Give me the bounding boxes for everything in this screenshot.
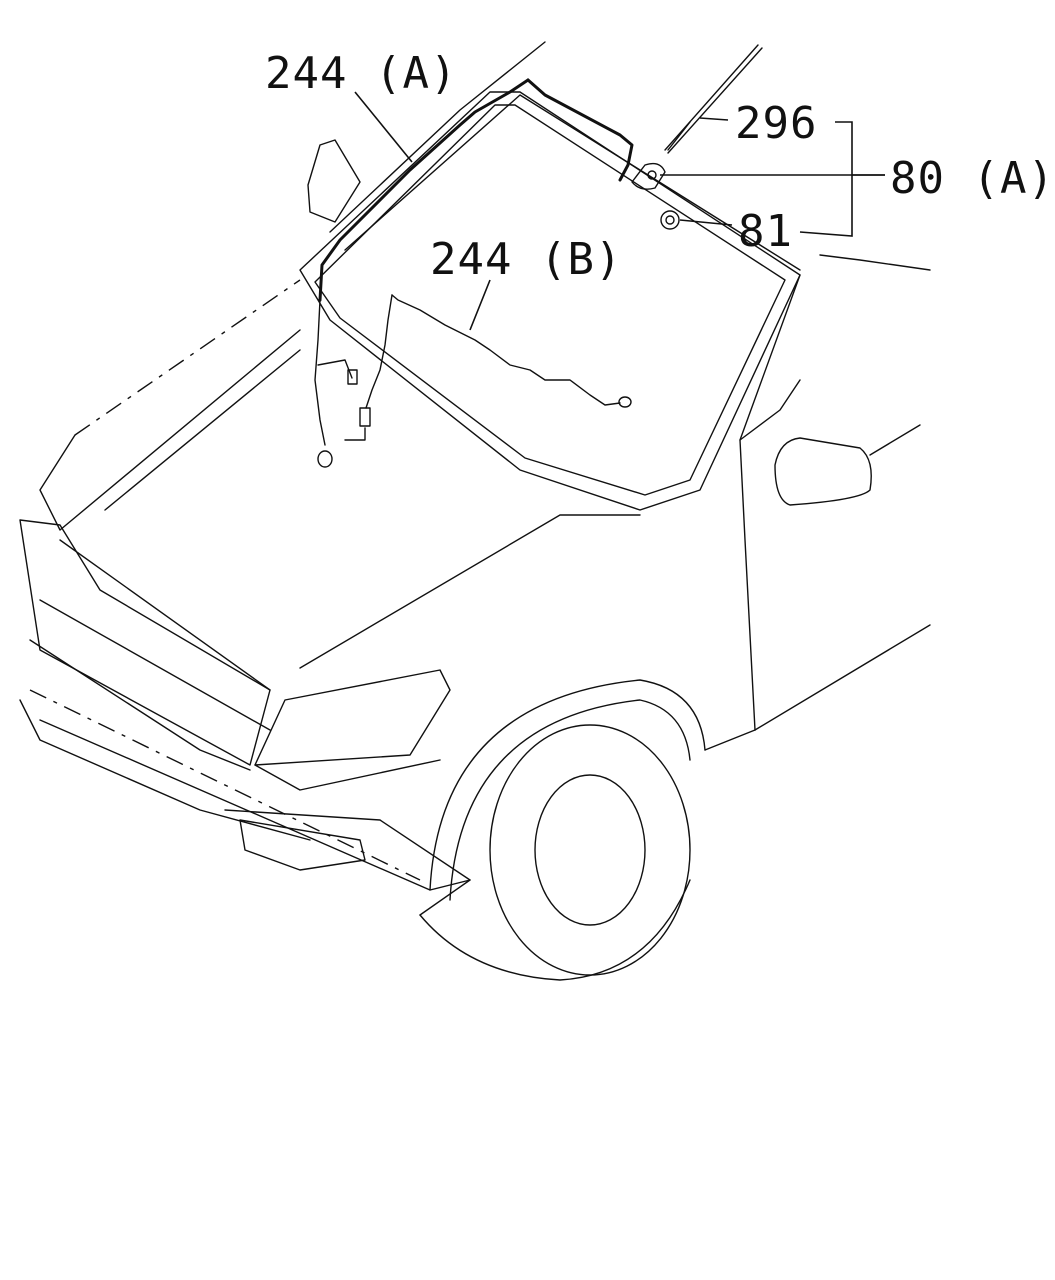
antenna-rod xyxy=(664,44,763,154)
vehicle-illustration xyxy=(19,41,931,981)
nut-icon xyxy=(660,210,680,230)
antenna-base xyxy=(631,162,666,190)
parts-diagram: 244 (A) 244 (B) 296 80 (A) 81 xyxy=(19,41,1054,981)
car-body xyxy=(19,41,931,981)
callout-244b: 244 (B) xyxy=(430,234,623,285)
harness-a-wire xyxy=(314,78,634,468)
callout-296: 296 xyxy=(735,98,818,149)
callout-leaders xyxy=(354,91,885,331)
callout-81: 81 xyxy=(738,206,793,257)
callout-80a: 80 (A) xyxy=(890,153,1055,204)
harness-b-wire xyxy=(344,294,632,441)
callout-244a: 244 (A) xyxy=(265,48,458,99)
